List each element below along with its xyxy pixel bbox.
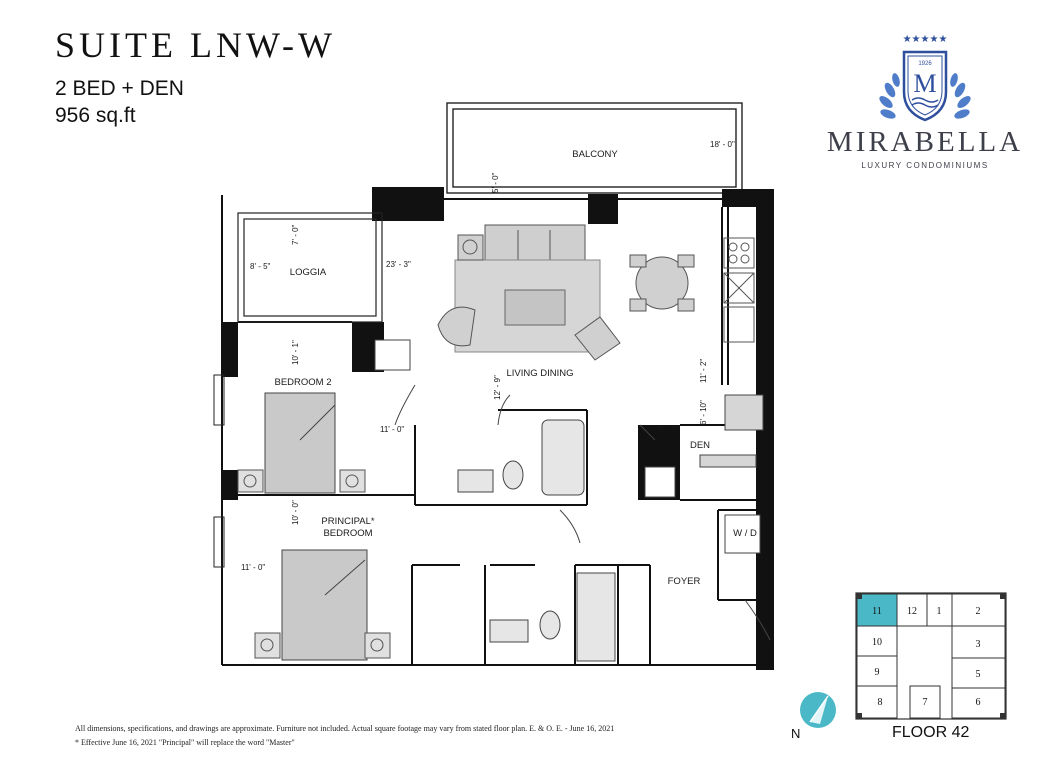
room-label-den: DEN [690, 440, 710, 451]
wall-column [222, 470, 238, 500]
room-label-principal: PRINCIPAL* [321, 516, 374, 527]
dim-den-width: 7' - 7" [658, 425, 679, 434]
closet-box [374, 339, 411, 371]
keyplan-unit: 12 [907, 606, 917, 617]
kitchen [723, 237, 755, 343]
closet-box [644, 466, 676, 498]
bathtub [541, 419, 585, 496]
toilet [539, 610, 561, 640]
wall-column [222, 322, 238, 377]
keyplan-unit-labels: 11 12 1 2 10 3 9 5 8 7 6 [872, 606, 981, 708]
dim-principal-width: 11' - 0" [241, 563, 265, 572]
wall-column [372, 187, 444, 221]
dim-den-depth: 6' - 10" [699, 400, 708, 425]
svg-text:M: M [913, 69, 936, 98]
keyplan-unit: 6 [976, 697, 981, 708]
suite-title: SUITE LNW-W [55, 25, 336, 65]
sink [457, 469, 494, 493]
key-plan: 11 12 1 2 10 3 9 5 8 7 6 [855, 592, 1007, 720]
dim-balcony-depth: 5' - 0" [491, 172, 500, 193]
room-label-loggia: LOGGIA [290, 267, 327, 278]
brand-tagline: LUXURY CONDOMINIUMS [861, 161, 989, 170]
room-label-foyer: FOYER [668, 576, 701, 587]
room-label-living-dining: LIVING DINING [506, 368, 573, 379]
keyplan-unit: 11 [872, 606, 882, 617]
brand-logo: ★★★★★ 1926 M MIRABELLA LUXURY CONDOMINIU… [820, 30, 1030, 170]
floor-label: FLOOR 42 [892, 724, 970, 741]
north-label: N [791, 726, 801, 741]
coffee-table [504, 289, 566, 326]
dim-kitchen-depth: 11' - 2" [699, 359, 708, 383]
armchair [437, 306, 476, 347]
dim-living-depth: 12' - 9" [493, 375, 502, 400]
suite-area: 956 sq.ft [55, 104, 136, 127]
dim-loggia-width: 8' - 5" [250, 262, 271, 271]
wall-column [588, 194, 618, 224]
side-table [457, 234, 484, 261]
keyplan-unit: 2 [976, 606, 981, 617]
toilet [502, 460, 524, 490]
brand-name: MIRABELLA [826, 126, 1024, 158]
suite-type: 2 BED + DEN [55, 77, 184, 100]
disclaimer-line-1: All dimensions, specifications, and draw… [75, 724, 615, 733]
keyplan-unit: 10 [872, 637, 882, 648]
room-label-bedroom-2: BEDROOM 2 [274, 377, 331, 388]
bed-principal [254, 549, 391, 661]
keyplan-unit: 1 [937, 606, 942, 617]
bed-bedroom-2 [237, 392, 366, 494]
crest-icon: ★★★★★ 1926 M [879, 34, 971, 122]
svg-text:★★★★★: ★★★★★ [903, 34, 948, 45]
armchair [574, 316, 621, 361]
disclaimer-line-2: * Effective June 16, 2021 "Principal" wi… [75, 738, 295, 747]
room-label-bedroom: BEDROOM [323, 528, 372, 539]
washer-dryer [724, 514, 761, 554]
room-label-balcony: BALCONY [572, 149, 618, 160]
den-desk [699, 454, 757, 468]
dim-balcony-width: 18' - 0" [710, 140, 735, 149]
dim-principal-depth: 10' - 0" [291, 500, 300, 525]
floor-plan: BALCONY LOGGIA LIVING DINING BEDROOM 2 D… [213, 102, 774, 670]
keyplan-unit: 9 [875, 667, 880, 678]
dim-loggia-depth: 7' - 0" [291, 224, 300, 245]
disclaimer: All dimensions, specifications, and draw… [75, 722, 614, 750]
dim-bedroom2-depth: 10' - 1" [291, 340, 300, 365]
svg-text:1926: 1926 [918, 61, 932, 67]
sink [489, 619, 529, 643]
keyplan-unit: 8 [878, 697, 883, 708]
den-chair [724, 394, 764, 431]
room-label-wd: W / D [733, 528, 757, 539]
compass-icon [800, 692, 836, 728]
balcony-outline [446, 102, 743, 194]
keyplan-unit: 3 [976, 639, 981, 650]
keyplan-unit: 5 [976, 669, 981, 680]
dim-bedroom2-width: 11' - 0" [380, 425, 404, 434]
keyplan-unit: 7 [923, 697, 928, 708]
dining-table [629, 254, 695, 312]
shower [576, 572, 616, 662]
dim-living-width: 23' - 3" [386, 260, 411, 269]
